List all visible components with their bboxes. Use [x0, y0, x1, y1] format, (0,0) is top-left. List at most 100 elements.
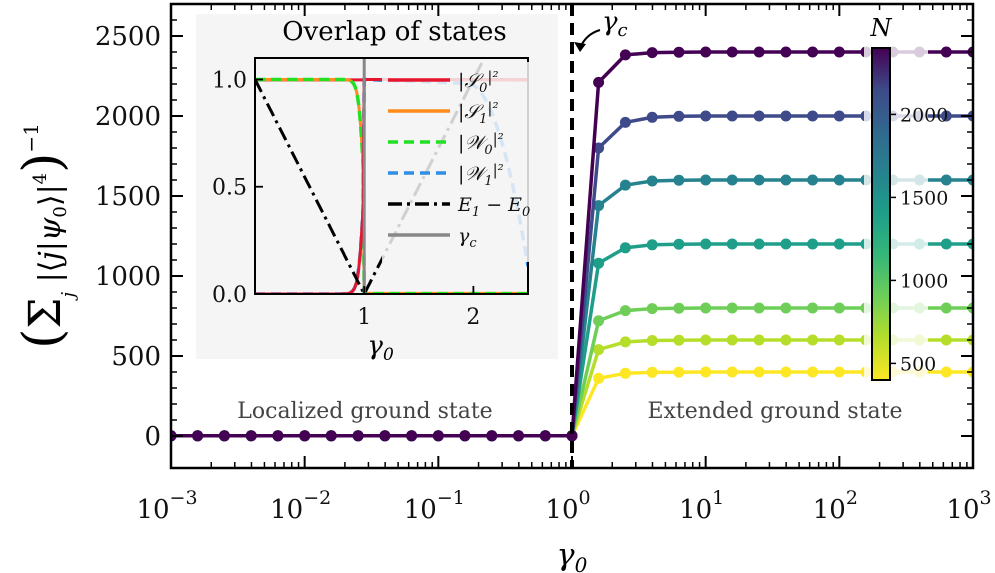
data-point: [673, 334, 685, 346]
legend-label-sup: |²: [487, 99, 498, 117]
data-point: [807, 174, 819, 186]
data-point: [780, 238, 792, 250]
data-point: [940, 334, 952, 346]
x-tick-base: 10: [813, 495, 846, 525]
x-tick-base: 10: [404, 495, 437, 525]
series-N-2400: [171, 46, 973, 442]
data-point: [673, 174, 685, 186]
data-point: [513, 430, 524, 442]
data-point: [619, 367, 631, 379]
data-point: [700, 302, 712, 314]
inset-x-axis-label: γ0: [367, 331, 394, 365]
legend-label-W1: |𝒲1|²: [458, 161, 504, 189]
inset-y-tick-label: 0.5: [212, 176, 247, 201]
data-point: [940, 238, 952, 250]
data-point: [593, 315, 605, 327]
critical-arrow-head: [574, 42, 586, 52]
data-point: [726, 46, 738, 58]
legend-label-mid: − E: [480, 194, 522, 216]
x-tick-base: 10: [136, 495, 169, 525]
y-tick-label: 2500: [95, 22, 161, 52]
data-point: [833, 174, 845, 186]
y-axis-label-part: 0: [50, 206, 71, 217]
data-point: [940, 110, 952, 122]
annotation-localized: Localized ground state: [237, 399, 492, 424]
y-axis-label-part: Σ: [20, 298, 71, 329]
inset-y-tick-label: 1.0: [212, 68, 247, 93]
data-point: [753, 302, 765, 314]
inset-x-label-sub: 0: [383, 345, 394, 365]
data-point: [646, 239, 658, 251]
data-point: [593, 372, 605, 384]
data-point: [593, 344, 605, 356]
data-point: [593, 142, 605, 154]
x-axis-label-base: γ: [557, 538, 575, 573]
data-point: [646, 111, 658, 123]
x-tick-exponent: 0: [579, 487, 591, 509]
data-point: [726, 238, 738, 250]
data-point: [753, 110, 765, 122]
y-axis-label-part: −1: [19, 123, 43, 152]
data-point: [780, 302, 792, 314]
data-point: [807, 334, 819, 346]
data-point: [566, 430, 578, 442]
data-point: [539, 430, 551, 442]
data-point: [780, 334, 792, 346]
data-point: [833, 238, 845, 250]
colorbar-tick-label: 1000: [900, 270, 948, 292]
legend-label-sub: c: [469, 236, 477, 251]
critical-label-sub: c: [618, 20, 628, 41]
data-point: [726, 366, 738, 378]
data-point: [700, 46, 712, 58]
data-point: [700, 110, 712, 122]
x-tick-exponent: 3: [980, 487, 992, 509]
data-point: [807, 110, 819, 122]
data-point: [940, 174, 952, 186]
critical-label-base: γ: [602, 7, 618, 37]
y-axis-label: (Σj |⟨j|ψ0⟩|4)−1: [13, 123, 79, 349]
data-point: [726, 174, 738, 186]
legend-label-base: |𝒲: [458, 163, 488, 185]
colorbar-label: N: [870, 14, 893, 42]
data-point: [780, 46, 792, 58]
data-point: [673, 302, 685, 314]
data-point: [593, 257, 605, 269]
data-point: [833, 302, 845, 314]
x-tick-exponent: 2: [846, 487, 858, 509]
data-point: [700, 366, 712, 378]
data-point: [780, 366, 792, 378]
data-point: [673, 238, 685, 250]
y-axis-label-part: |: [33, 241, 68, 251]
data-point: [940, 302, 952, 314]
x-tick-label: 100: [545, 487, 590, 525]
data-point: [646, 303, 658, 315]
data-point: [619, 336, 631, 348]
x-tick-exponent: −3: [170, 487, 198, 509]
data-point: [379, 430, 391, 442]
data-point: [807, 366, 819, 378]
x-tick-exponent: −2: [303, 487, 331, 509]
x-tick-label: 10−3: [136, 487, 197, 525]
data-point: [192, 430, 204, 442]
y-axis-label-part: (: [13, 329, 73, 349]
legend-label-sup: |²: [487, 68, 498, 86]
legend-label-S0: |𝒮0|²: [458, 68, 498, 96]
legend-label-sup: |²: [493, 130, 504, 148]
x-tick-base: 10: [270, 495, 303, 525]
data-point: [299, 430, 311, 442]
y-tick-label: 0: [144, 422, 161, 452]
data-point: [593, 200, 605, 212]
data-point: [646, 175, 658, 187]
y-tick-label: 1000: [95, 262, 161, 292]
x-axis-label: γ0: [557, 538, 588, 573]
legend-label-base: |𝒮: [458, 70, 484, 92]
data-point: [646, 366, 658, 378]
critical-label: γc: [602, 7, 628, 41]
inset-x-tick-label: 1: [357, 305, 371, 330]
data-point: [619, 116, 631, 128]
y-axis-label-part: j: [58, 292, 79, 302]
data-point: [833, 366, 845, 378]
